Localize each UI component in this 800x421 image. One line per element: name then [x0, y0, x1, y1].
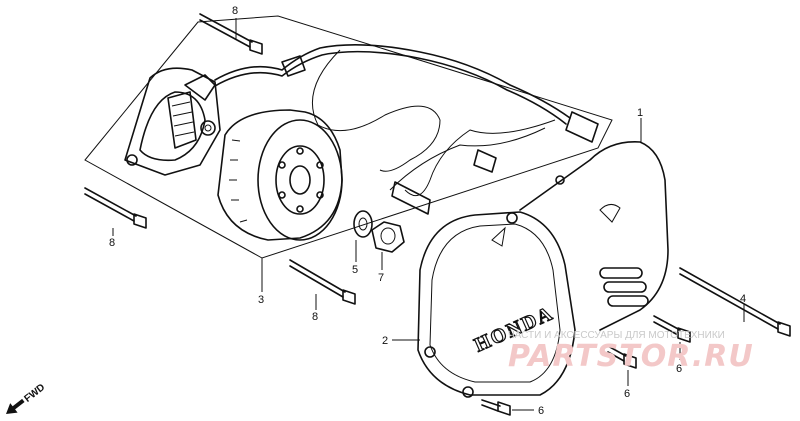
bolt-part-6-a: [653, 315, 691, 343]
washer-part-5: [353, 210, 373, 238]
bolt-part-8-left: [84, 187, 147, 229]
watermark-logo: PARTSTOR.RU: [508, 339, 754, 374]
wiring-harness: [214, 44, 599, 215]
left-crankcase-cover: [519, 141, 669, 331]
forward-arrow: FWD: [6, 382, 47, 414]
callout-6-b: 6: [624, 388, 630, 400]
generator-cover: [417, 211, 576, 398]
callout-8-center: 8: [312, 311, 318, 323]
callout-3: 3: [258, 294, 264, 306]
callout-1: 1: [637, 107, 643, 119]
fwd-label: FWD: [22, 382, 47, 405]
assembly-outline: [84, 15, 613, 259]
callout-6-c: 6: [538, 405, 544, 417]
bolt-part-4: [679, 267, 791, 337]
bolt-part-6-c: [481, 399, 511, 416]
nut-part-7: [371, 221, 405, 253]
bolt-part-8-top: [199, 13, 263, 55]
bolt-part-8-center: [289, 259, 356, 305]
watermark-tagline: ЧАСТИ И АКСЕССУАРЫ ДЛЯ МОТОТЕХНИКИ: [508, 330, 725, 341]
callout-8-top: 8: [232, 5, 238, 17]
callout-7: 7: [378, 272, 384, 284]
callout-4: 4: [740, 293, 746, 305]
leader-lines: [112, 18, 745, 411]
callout-5: 5: [352, 264, 358, 276]
callout-8-left: 8: [109, 237, 115, 249]
bolt-part-6-b: [607, 345, 637, 369]
stator-base: [124, 67, 221, 176]
callout-2: 2: [382, 335, 388, 347]
callout-6-a: 6: [676, 363, 682, 375]
flywheel-rotor: [217, 109, 343, 241]
